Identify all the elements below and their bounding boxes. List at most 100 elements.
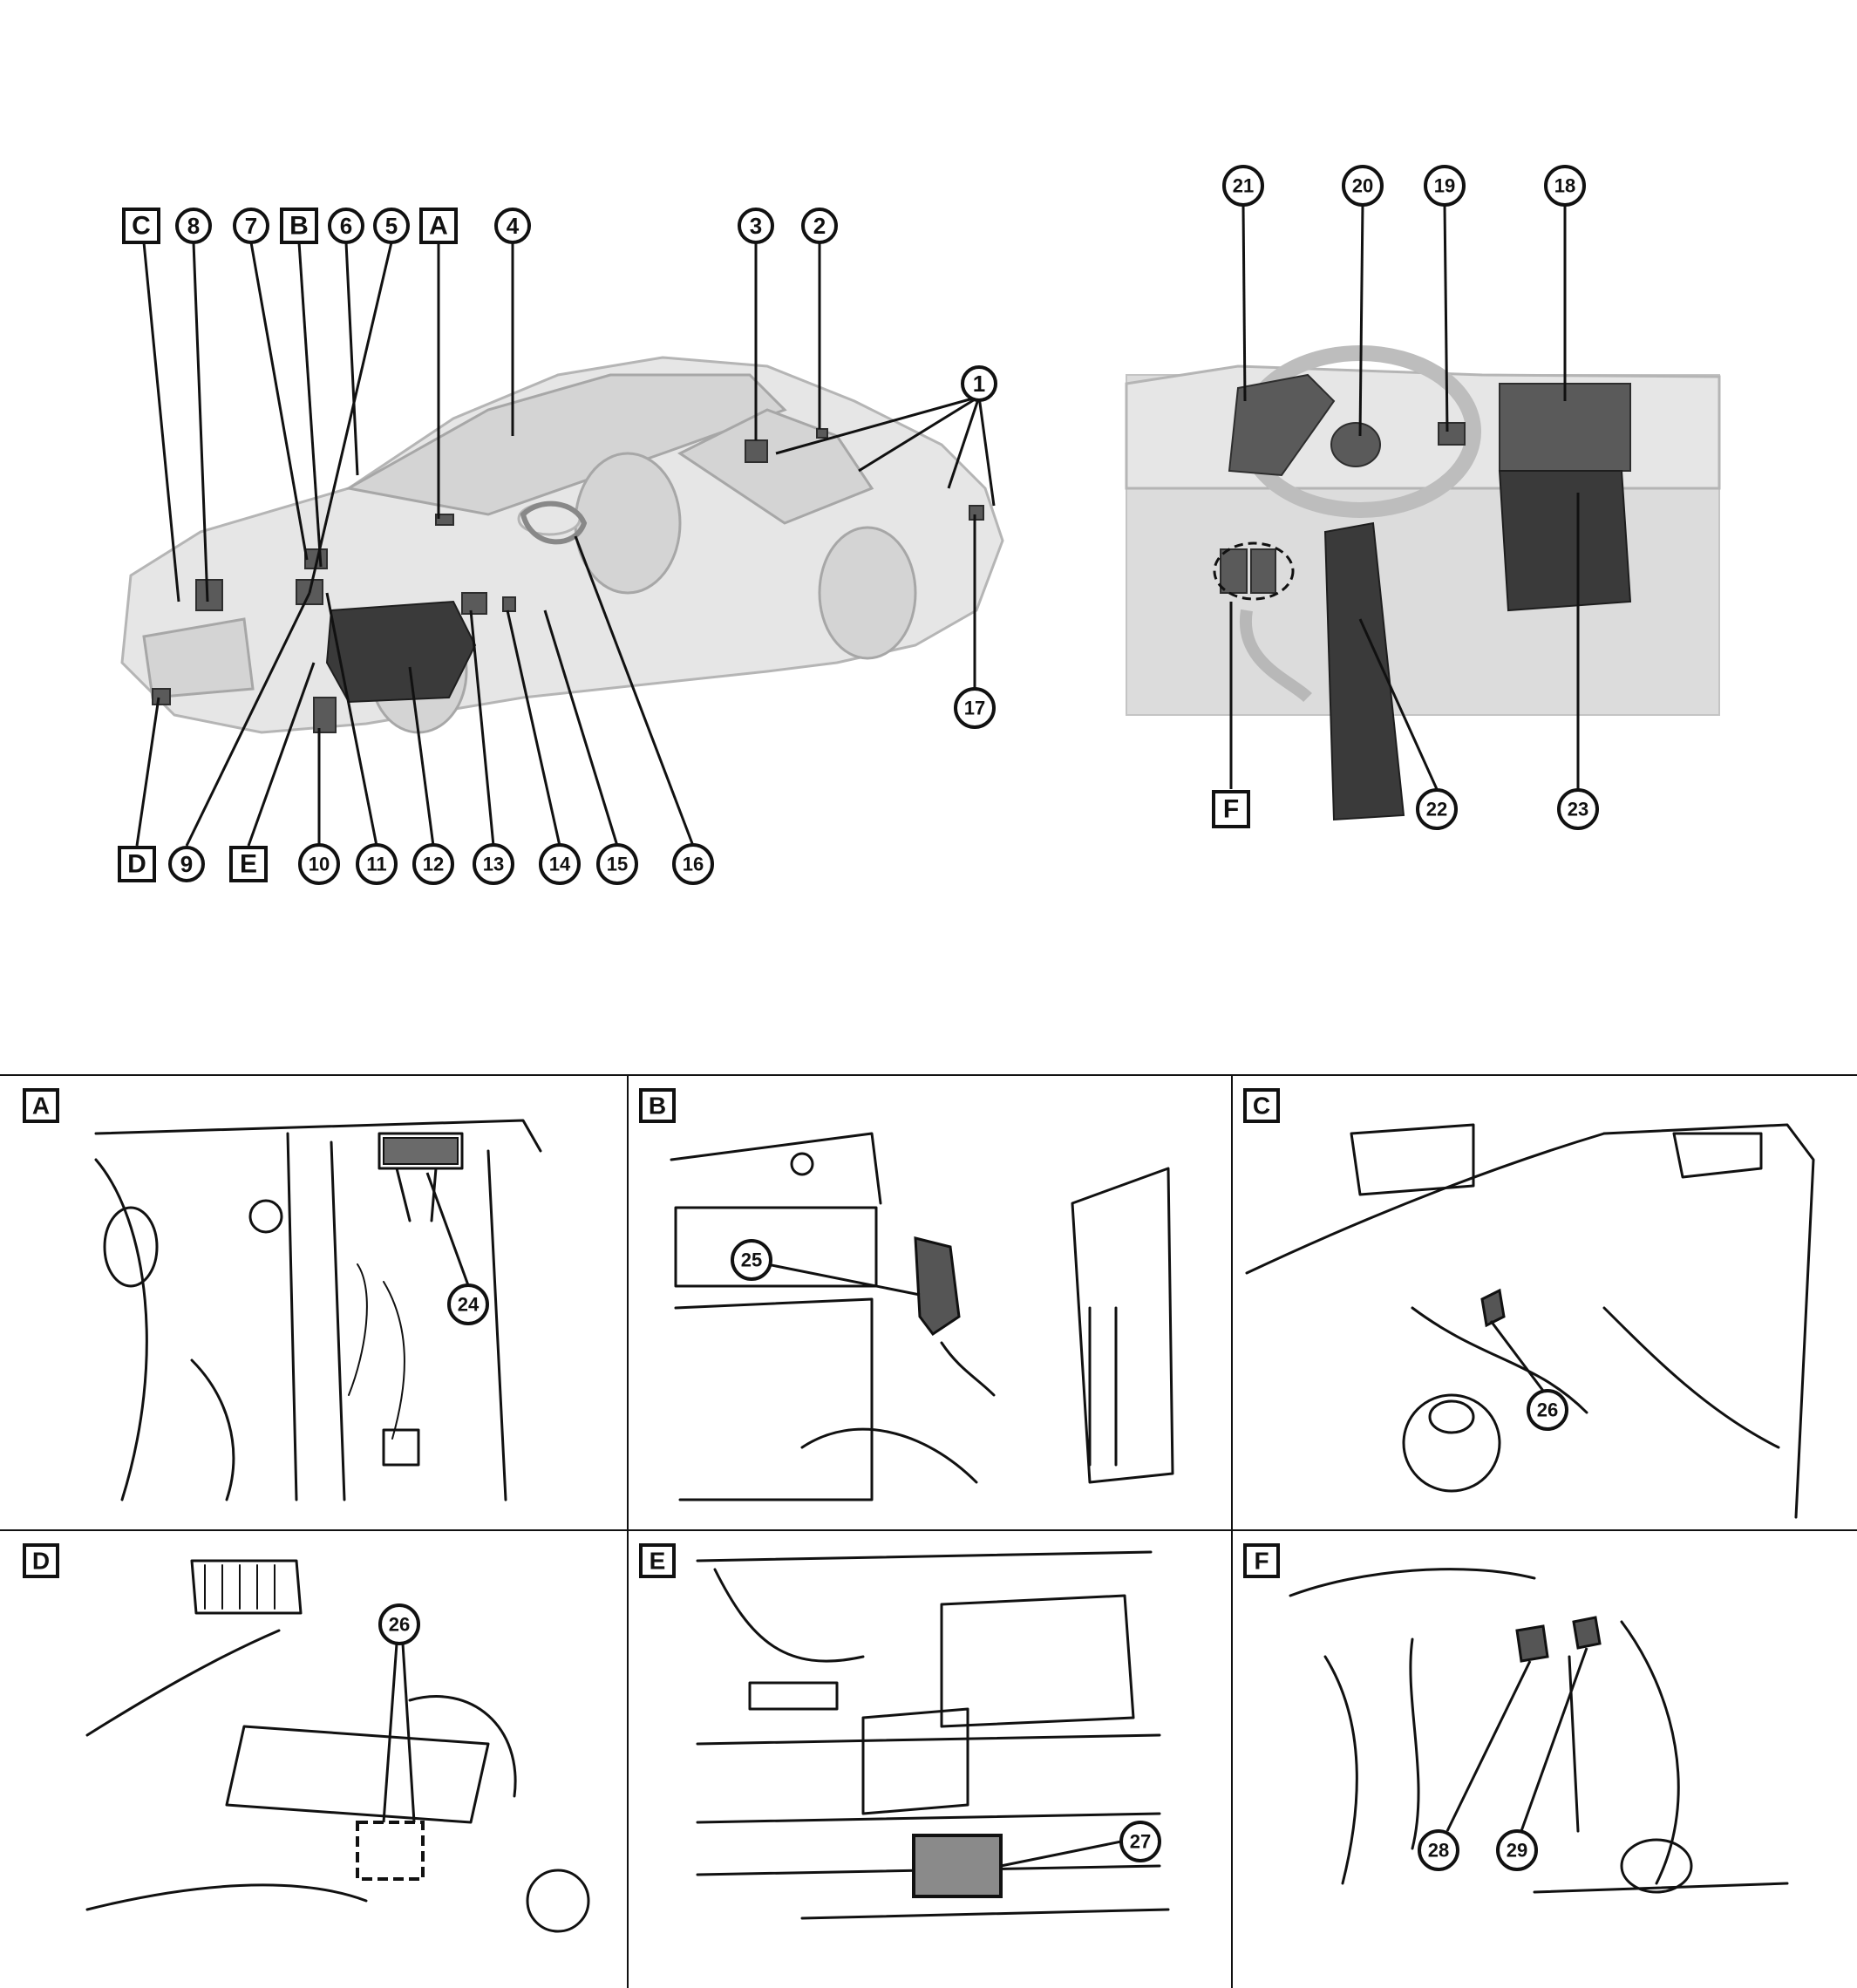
svg-text:F: F — [1223, 795, 1239, 824]
label-box-E: E — [229, 846, 268, 882]
svg-text:C: C — [132, 212, 151, 241]
dashboard-leaders — [1229, 203, 1580, 790]
callout-4: 4 — [494, 208, 531, 244]
svg-text:E: E — [650, 1548, 666, 1575]
detail-grid — [0, 1074, 1857, 1988]
callout-23: 23 — [1557, 788, 1599, 830]
panel-A-illustration — [94, 1119, 542, 1501]
panel-C-label: C — [1243, 1088, 1280, 1123]
panel-E-label: E — [639, 1543, 676, 1578]
overview-leaders — [135, 242, 996, 847]
svg-text:A: A — [32, 1093, 50, 1120]
panel-B-illustration — [670, 1132, 1174, 1501]
svg-text:2: 2 — [813, 213, 826, 239]
svg-text:5: 5 — [385, 213, 398, 239]
svg-text:A: A — [429, 212, 448, 241]
label-box-F: F — [1212, 790, 1250, 828]
svg-text:23: 23 — [1568, 799, 1588, 820]
svg-text:19: 19 — [1434, 175, 1455, 197]
svg-text:B: B — [289, 212, 309, 241]
callout-29: 29 — [1496, 1829, 1538, 1871]
svg-text:16: 16 — [683, 854, 704, 875]
callout-17: 17 — [954, 687, 996, 729]
svg-text:21: 21 — [1233, 175, 1254, 197]
svg-text:25: 25 — [741, 1249, 762, 1271]
detail-panel-E: E 27 — [639, 1543, 1170, 1920]
panel-D-illustration — [85, 1559, 590, 1933]
overview-top-labels: C 8 7 B 6 5 A 4 — [122, 208, 997, 729]
panel-F-illustration — [1289, 1568, 1789, 1894]
callout-26-panel-D: 26 — [378, 1603, 420, 1645]
svg-text:1: 1 — [973, 371, 985, 397]
callout-6: 6 — [328, 208, 364, 244]
detail-panel-C: C 26 — [1243, 1088, 1815, 1519]
callout-25: 25 — [731, 1239, 772, 1281]
label-box-D: D — [118, 846, 156, 882]
svg-text:18: 18 — [1554, 175, 1575, 197]
callout-16: 16 — [672, 843, 714, 885]
panel-A-label: A — [23, 1088, 59, 1123]
callout-1: 1 — [961, 365, 997, 402]
svg-text:28: 28 — [1428, 1840, 1449, 1862]
svg-text:4: 4 — [507, 213, 520, 239]
svg-text:C: C — [1253, 1093, 1270, 1120]
callout-15: 15 — [596, 843, 638, 885]
callout-24: 24 — [447, 1283, 489, 1325]
panel-B-label: B — [639, 1088, 676, 1123]
callout-9: 9 — [168, 846, 205, 882]
svg-text:F: F — [1254, 1548, 1269, 1575]
svg-text:26: 26 — [1537, 1399, 1558, 1421]
callout-26-panel-C: 26 — [1527, 1389, 1568, 1431]
detail-panel-D: D 26 — [23, 1543, 590, 1933]
callout-22: 22 — [1416, 788, 1458, 830]
detail-panel-A: A 24 — [23, 1088, 542, 1501]
callout-20: 20 — [1342, 165, 1384, 207]
callout-28: 28 — [1418, 1829, 1459, 1871]
label-box-A: A — [419, 208, 458, 244]
detail-panel-F: F 28 29 — [1243, 1543, 1789, 1894]
callout-12: 12 — [412, 843, 454, 885]
svg-text:29: 29 — [1507, 1840, 1527, 1862]
callout-5: 5 — [373, 208, 410, 244]
label-box-C: C — [122, 208, 160, 244]
svg-text:9: 9 — [180, 851, 193, 877]
overview-bottom-labels: D 9 E 10 11 12 13 14 — [118, 843, 714, 885]
svg-text:6: 6 — [340, 213, 352, 239]
dashboard-labels: 21 20 19 18 F 22 23 — [1212, 165, 1599, 830]
panel-E-illustration — [696, 1550, 1170, 1920]
svg-text:20: 20 — [1352, 175, 1373, 197]
svg-text:15: 15 — [607, 854, 628, 875]
callout-19: 19 — [1424, 165, 1466, 207]
callout-11: 11 — [356, 843, 398, 885]
callout-10: 10 — [298, 843, 340, 885]
svg-text:10: 10 — [309, 854, 330, 875]
callout-14: 14 — [539, 843, 581, 885]
car-overview — [120, 356, 1004, 734]
label-box-B: B — [280, 208, 318, 244]
callout-18: 18 — [1544, 165, 1586, 207]
svg-text:24: 24 — [458, 1294, 480, 1316]
svg-text:13: 13 — [483, 854, 504, 875]
svg-text:B: B — [649, 1093, 666, 1120]
svg-text:14: 14 — [549, 854, 571, 875]
svg-text:D: D — [32, 1548, 50, 1575]
svg-text:17: 17 — [964, 698, 985, 719]
svg-text:22: 22 — [1426, 799, 1447, 820]
dashboard-view — [1125, 345, 1721, 821]
callout-3: 3 — [738, 208, 774, 244]
svg-text:26: 26 — [389, 1614, 410, 1636]
callout-13: 13 — [473, 843, 514, 885]
svg-text:12: 12 — [423, 854, 444, 875]
svg-text:3: 3 — [750, 213, 762, 239]
callout-27: 27 — [1119, 1821, 1161, 1862]
callout-7: 7 — [233, 208, 269, 244]
svg-text:7: 7 — [245, 213, 257, 239]
svg-text:27: 27 — [1130, 1831, 1151, 1853]
svg-text:8: 8 — [187, 213, 200, 239]
panel-C-illustration — [1245, 1123, 1815, 1519]
panel-F-label: F — [1243, 1543, 1280, 1578]
detail-panel-B: B 25 — [639, 1088, 1174, 1501]
panel-D-label: D — [23, 1543, 59, 1578]
callout-21: 21 — [1222, 165, 1264, 207]
